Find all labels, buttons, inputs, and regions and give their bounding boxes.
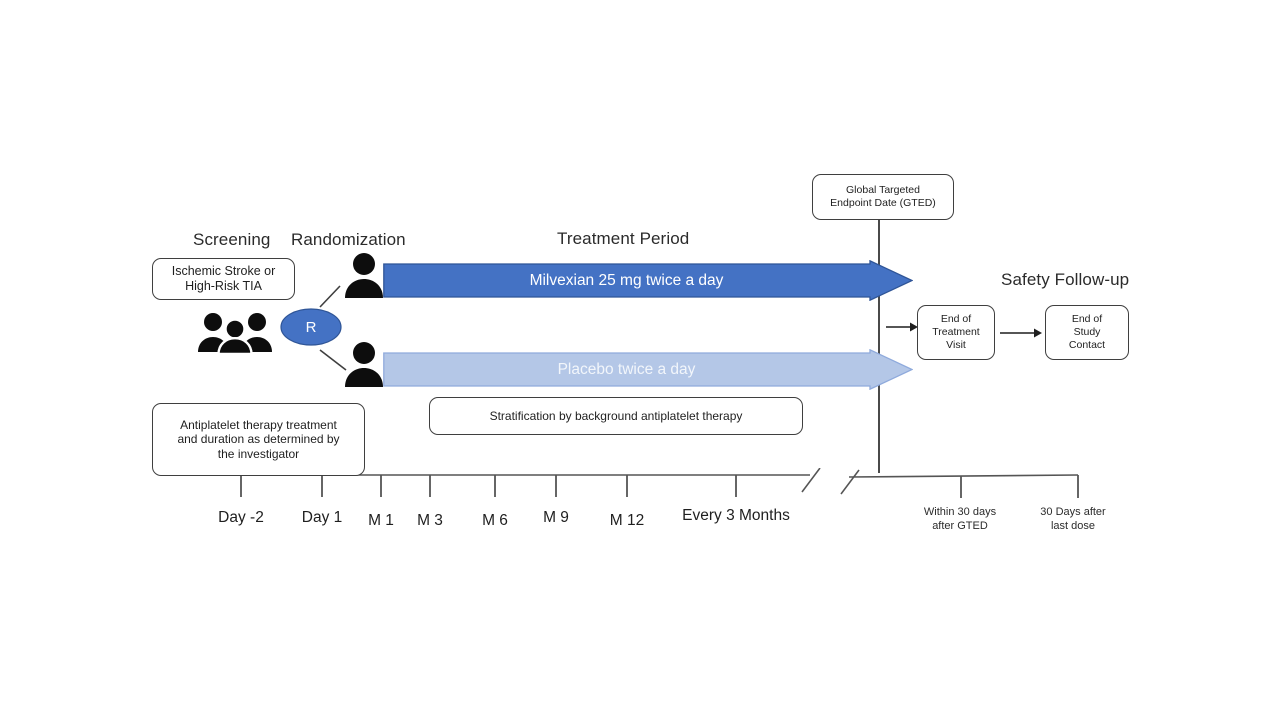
tick-label-m12: M 12 bbox=[609, 512, 645, 529]
eligibility-box: Ischemic Stroke or High-Risk TIA bbox=[152, 258, 295, 300]
stratification-line-1: Stratification by background antiplatele… bbox=[489, 408, 743, 423]
randomization-ellipse-icon: R bbox=[280, 308, 342, 346]
tick-label-m6: M 6 bbox=[482, 512, 508, 529]
tick-label-m9: M 9 bbox=[543, 509, 569, 526]
antiplatelet-line-3: the investigator bbox=[217, 446, 300, 461]
tick-label-within-30-days-after-gted: Within 30 days after GTED bbox=[924, 506, 996, 534]
gted-line-1: Global Targeted bbox=[846, 184, 920, 197]
group-of-people-icon bbox=[197, 312, 273, 354]
eot-line-1: End of bbox=[940, 313, 972, 326]
eligibility-line-2: High-Risk TIA bbox=[185, 279, 262, 293]
last-dose-line-1: 30 Days after bbox=[1040, 506, 1106, 518]
treatment-arrow-placebo: Placebo twice a day bbox=[383, 349, 913, 390]
last-dose-line-2: last dose bbox=[1050, 519, 1096, 532]
gted-box: Global Targeted Endpoint Date (GTED) bbox=[812, 174, 954, 220]
heading-treatment-period: Treatment Period bbox=[557, 229, 690, 248]
person-icon-active-arm bbox=[344, 252, 384, 298]
eos-line-2: Study bbox=[1073, 326, 1101, 339]
tick-label-m1: M 1 bbox=[368, 512, 394, 529]
heading-screening: Screening bbox=[193, 230, 271, 249]
person-icon-placebo-arm bbox=[344, 341, 384, 387]
treatment-arrow-active: Milvexian 25 mg twice a day bbox=[383, 260, 913, 301]
antiplatelet-line-2: and duration as determined by bbox=[177, 432, 340, 447]
tick-label-every-3-months: Every 3 Months bbox=[682, 507, 790, 524]
tick-label-day-minus-2: Day -2 bbox=[218, 509, 264, 526]
tick-label-m3: M 3 bbox=[417, 512, 443, 529]
eot-line-3: Visit bbox=[946, 338, 966, 351]
arrow-to-end-of-treatment-icon bbox=[886, 322, 918, 332]
antiplatelet-line-1: Antiplatelet therapy treatment bbox=[180, 417, 337, 432]
eos-line-1: End of bbox=[1071, 313, 1103, 326]
gted-line-2: Endpoint Date (GTED) bbox=[830, 197, 936, 209]
antiplatelet-therapy-box: Antiplatelet therapy treatment and durat… bbox=[152, 403, 365, 476]
randomization-label: R bbox=[305, 318, 317, 336]
tick-label-30-days-after-last-dose: 30 Days after last dose bbox=[1040, 506, 1105, 534]
eligibility-line-1: Ischemic Stroke or bbox=[171, 263, 276, 278]
gted-vertical-line bbox=[878, 220, 880, 473]
heading-randomization: Randomization bbox=[291, 230, 406, 249]
tick-label-day-1: Day 1 bbox=[301, 509, 343, 526]
arrow-to-end-of-study-icon bbox=[1000, 328, 1042, 338]
eot-line-2: Treatment bbox=[932, 326, 980, 339]
eos-line-3: Contact bbox=[1068, 338, 1106, 351]
within-30-days-line-2: after GTED bbox=[932, 519, 988, 532]
timeline-axis-followup bbox=[840, 469, 1079, 498]
end-of-study-contact-box: End of Study Contact bbox=[1045, 305, 1129, 360]
within-30-days-line-1: Within 30 days bbox=[923, 506, 997, 518]
heading-safety-follow-up: Safety Follow-up bbox=[1001, 270, 1130, 289]
randomization-connectors bbox=[319, 285, 347, 371]
end-of-treatment-visit-box: End of Treatment Visit bbox=[917, 305, 995, 360]
stratification-box: Stratification by background antiplatele… bbox=[429, 397, 803, 435]
